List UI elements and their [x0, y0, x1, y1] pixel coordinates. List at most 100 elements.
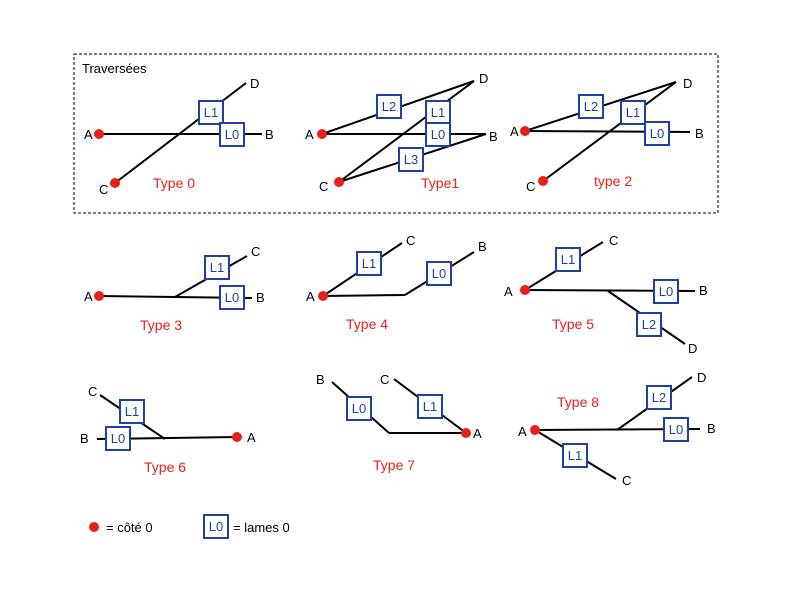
lame-box: L0 — [425, 122, 451, 147]
point-label: B — [256, 290, 265, 305]
lame-box: L1 — [620, 100, 646, 125]
cote-0-dot — [232, 432, 242, 442]
cote-0-dot — [318, 291, 328, 301]
svg-text:L2: L2 — [584, 99, 598, 114]
traversees-frame — [73, 53, 719, 214]
point-label: A — [510, 124, 519, 139]
lame-box: L0 — [663, 417, 689, 442]
svg-text:L1: L1 — [561, 252, 575, 267]
type-label: Type1 — [421, 175, 459, 191]
point-label: C — [406, 233, 415, 248]
svg-text:L0: L0 — [352, 401, 366, 416]
svg-text:L0: L0 — [225, 127, 239, 142]
svg-text:L0: L0 — [669, 422, 683, 437]
point-label: C — [526, 179, 535, 194]
svg-text:L0: L0 — [659, 284, 673, 299]
svg-text:L0: L0 — [650, 126, 664, 141]
type-label: type 2 — [594, 173, 632, 189]
point-label: B — [265, 127, 274, 142]
cote-0-dot — [538, 176, 548, 186]
svg-text:L1: L1 — [125, 404, 139, 419]
point-label: A — [84, 127, 93, 142]
cote-0-dot — [520, 285, 530, 295]
svg-text:L1: L1 — [423, 399, 437, 414]
point-label: A — [247, 430, 256, 445]
point-label: C — [380, 372, 389, 387]
lame-box: L0 — [644, 121, 670, 146]
svg-text:L1: L1 — [626, 105, 640, 120]
lame-box: L1 — [562, 443, 588, 468]
svg-text:L2: L2 — [382, 99, 396, 114]
lame-box: L0 — [426, 261, 452, 286]
point-label: A — [504, 284, 513, 299]
point-label: B — [489, 129, 498, 144]
point-label: D — [250, 76, 259, 91]
point-label: C — [99, 182, 108, 197]
svg-text:L0: L0 — [431, 127, 445, 142]
lame-box: L1 — [204, 255, 230, 280]
svg-text:L1: L1 — [210, 260, 224, 275]
point-label: C — [319, 179, 328, 194]
svg-text:L0: L0 — [111, 431, 125, 446]
svg-text:L1: L1 — [568, 448, 582, 463]
svg-text:L3: L3 — [404, 152, 418, 167]
svg-text:L0: L0 — [225, 290, 239, 305]
point-label: C — [609, 233, 618, 248]
cote-0-dot — [94, 129, 104, 139]
traversees-title: Traversées — [82, 61, 147, 76]
point-label: B — [699, 283, 708, 298]
svg-text:L1: L1 — [362, 256, 376, 271]
point-label: D — [683, 76, 692, 91]
type-label: Type 6 — [144, 459, 186, 475]
legend: = côté 0 L0 = lames 0 — [89, 514, 290, 539]
lame-box: L2 — [636, 312, 662, 337]
lame-box: L2 — [646, 385, 672, 410]
svg-text:L0: L0 — [432, 266, 446, 281]
point-label: C — [622, 473, 631, 488]
point-label: B — [316, 372, 325, 387]
lame-box: L0 — [346, 396, 372, 421]
point-label: B — [80, 431, 89, 446]
type-label: Type 4 — [346, 316, 388, 332]
svg-text:L1: L1 — [431, 105, 445, 120]
cote-0-dot — [317, 129, 327, 139]
lame-box: L0 — [219, 122, 245, 147]
type-label: Type 0 — [153, 175, 195, 191]
lame-box: L1 — [417, 394, 443, 419]
lame-box: L1 — [425, 100, 451, 125]
cote-0-dot — [110, 178, 120, 188]
lame-box: L1 — [356, 251, 382, 276]
lame-box: L2 — [578, 94, 604, 119]
point-label: A — [84, 289, 93, 304]
svg-text:L2: L2 — [642, 317, 656, 332]
point-label: C — [88, 384, 97, 399]
point-label: D — [688, 341, 697, 356]
svg-text:L2: L2 — [652, 390, 666, 405]
lame-box: L1 — [119, 399, 145, 424]
legend-cote-text: = côté 0 — [106, 520, 153, 535]
svg-text:L0: L0 — [209, 519, 223, 534]
point-label: C — [251, 244, 260, 259]
svg-text:L1: L1 — [204, 105, 218, 120]
type-label: Type 8 — [557, 394, 599, 410]
cote-0-dot — [334, 177, 344, 187]
cote-0-dot — [520, 126, 530, 136]
lame-box: L0 — [653, 279, 679, 304]
legend-lame-box: L0 — [203, 514, 229, 539]
cote-0-dot — [530, 425, 540, 435]
legend-cote-dot — [89, 522, 99, 532]
point-label: A — [305, 127, 314, 142]
point-label: B — [707, 421, 716, 436]
point-label: A — [306, 289, 315, 304]
lame-box: L0 — [105, 426, 131, 451]
lame-box: L1 — [555, 247, 581, 272]
point-label: A — [518, 424, 527, 439]
point-label: A — [473, 426, 482, 441]
type-label: Type 5 — [552, 316, 594, 332]
type-label: Type 7 — [373, 457, 415, 473]
point-label: B — [695, 126, 704, 141]
point-label: D — [697, 370, 706, 385]
point-label: B — [478, 239, 487, 254]
cote-0-dot — [94, 291, 104, 301]
lame-box: L0 — [219, 285, 245, 310]
